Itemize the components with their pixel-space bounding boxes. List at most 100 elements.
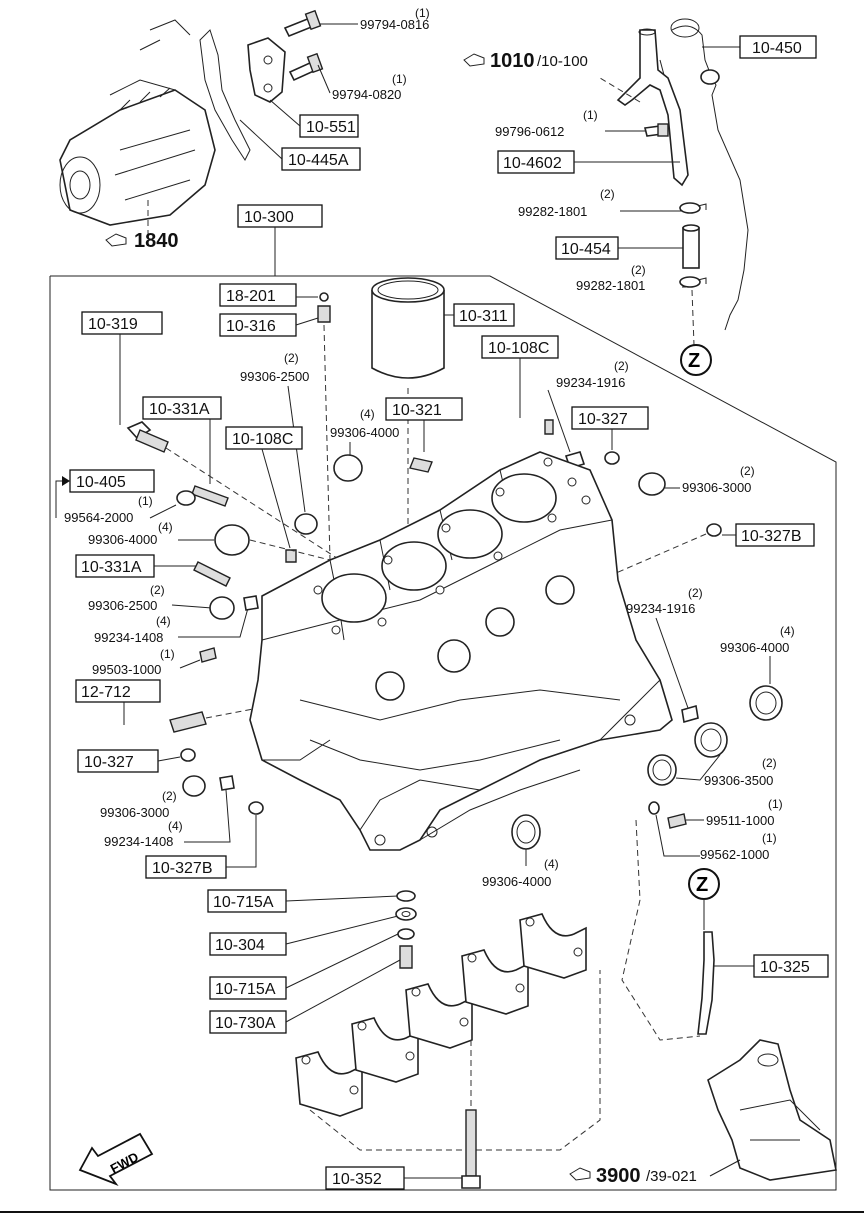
- qty-99234-1916-b: (2): [688, 586, 703, 600]
- callout-10-316[interactable]: 10-316: [219, 313, 297, 337]
- part-99306-4000-b: 99306-4000: [88, 532, 157, 547]
- callout-10-311[interactable]: 10-311: [453, 303, 515, 327]
- part-99282-1801-b: 99282-1801: [576, 278, 645, 293]
- part-99503-1000: 99503-1000: [92, 662, 161, 677]
- callout-10-450[interactable]: 10-450: [739, 35, 817, 59]
- svg-text:10-331A: 10-331A: [81, 559, 142, 576]
- qty-99503-1000: (1): [160, 647, 175, 661]
- callout-10-327-left[interactable]: 10-327: [77, 749, 159, 773]
- qty-99234-1408-b: (4): [168, 819, 183, 833]
- callout-10-715A-2[interactable]: 10-715A: [209, 976, 287, 1000]
- svg-text:10-108C: 10-108C: [488, 340, 549, 357]
- callout-10-108C-mid[interactable]: 10-108C: [225, 426, 303, 450]
- seal-ring-bottom: [511, 814, 541, 850]
- part-99306-3000-a: 99306-3000: [682, 480, 751, 495]
- hose-10-454: [682, 224, 700, 269]
- qty-99282-1801-b: (2): [631, 263, 646, 277]
- main-bearing-cap-3: [405, 983, 473, 1049]
- part-99564-2000: 99564-2000: [64, 510, 133, 525]
- stud-10-331A: [191, 485, 229, 507]
- callout-12-712[interactable]: 12-712: [75, 679, 161, 703]
- callout-10-405[interactable]: 10-405: [69, 469, 155, 493]
- svg-text:10-327: 10-327: [84, 754, 134, 771]
- svg-text:10-327: 10-327: [578, 411, 628, 428]
- svg-text:10-300: 10-300: [244, 209, 294, 226]
- cylinder-liner: [371, 277, 445, 379]
- callout-10-454[interactable]: 10-454: [555, 236, 619, 260]
- callout-10-304[interactable]: 10-304: [209, 932, 287, 956]
- z-marker-bottom: Z: [688, 868, 720, 900]
- callout-10-445A[interactable]: 10-445A: [281, 147, 361, 171]
- callout-10-551[interactable]: 10-551: [299, 114, 359, 138]
- callout-10-327B-bottom[interactable]: 10-327B: [145, 855, 227, 879]
- svg-text:10-352: 10-352: [332, 1171, 382, 1188]
- callout-10-715A-1[interactable]: 10-715A: [207, 889, 287, 913]
- qty-99306-3500: (2): [762, 756, 777, 770]
- svg-text:10-327B: 10-327B: [152, 860, 213, 877]
- part-99306-2500-a: 99306-2500: [240, 369, 309, 384]
- hose-clamp-lower: [679, 276, 707, 288]
- svg-text:10-108C: 10-108C: [232, 431, 293, 448]
- ref-1840[interactable]: 1840: [105, 230, 179, 252]
- fwd-arrow: FWD: [78, 1132, 154, 1186]
- callout-10-730A[interactable]: 10-730A: [209, 1010, 287, 1034]
- qty-99306-4000-b: (4): [158, 520, 173, 534]
- svg-text:1010: 1010: [490, 50, 535, 72]
- part-99234-1408-a: 99234-1408: [94, 630, 163, 645]
- callout-18-201[interactable]: 18-201: [219, 283, 297, 307]
- oil-level-tube: [697, 931, 715, 1035]
- part-99562-1000: 99562-1000: [700, 847, 769, 862]
- callout-10-352[interactable]: 10-352: [325, 1166, 405, 1190]
- callout-10-108C-top[interactable]: 10-108C: [481, 335, 559, 359]
- callout-10-319[interactable]: 10-319: [81, 311, 163, 335]
- svg-text:1840: 1840: [134, 230, 179, 252]
- callout-10-331A-top[interactable]: 10-331A: [142, 396, 222, 420]
- svg-text:18-201: 18-201: [226, 288, 276, 305]
- svg-text:10-325: 10-325: [760, 959, 810, 976]
- qty-99306-3000-b: (2): [162, 789, 177, 803]
- svg-text:10-321: 10-321: [392, 402, 442, 419]
- qty-99562-1000: (1): [762, 831, 777, 845]
- qty-99282-1801-a: (2): [600, 187, 615, 201]
- svg-text:10-715A: 10-715A: [213, 894, 274, 911]
- starter-motor-illustration: [59, 19, 286, 235]
- svg-text:10-311: 10-311: [459, 308, 508, 325]
- callout-10-300[interactable]: 10-300: [237, 204, 323, 228]
- qty-99306-4000-c: (4): [780, 624, 795, 638]
- seal-ring-3500-lower: [647, 754, 677, 786]
- svg-text:10-331A: 10-331A: [149, 401, 210, 418]
- qty-99794-0816: (1): [415, 6, 430, 20]
- qty-99796-0612: (1): [583, 108, 598, 122]
- qty-99564-2000: (1): [138, 494, 153, 508]
- qty-99794-0820: (1): [392, 72, 407, 86]
- part-99511-1000: 99511-1000: [706, 813, 774, 828]
- svg-text:10-715A: 10-715A: [215, 981, 276, 998]
- part-99306-3000-b: 99306-3000: [100, 805, 169, 820]
- svg-text:10-551: 10-551: [306, 119, 356, 136]
- ref-3900[interactable]: 3900 /39-021: [569, 1165, 697, 1187]
- part-99234-1916-b: 99234-1916: [626, 601, 695, 616]
- dipstick-tube-illustration: [616, 28, 689, 187]
- main-frame: [49, 275, 837, 1191]
- svg-text:10-450: 10-450: [752, 40, 802, 57]
- svg-text:10-730A: 10-730A: [215, 1015, 276, 1032]
- ref-1010[interactable]: 1010 /10-100: [463, 50, 588, 72]
- qty-99306-2500-b: (2): [150, 583, 165, 597]
- main-bearing-cap-2: [351, 1017, 419, 1083]
- callout-10-321[interactable]: 10-321: [385, 397, 463, 421]
- part-99234-1916-a: 99234-1916: [556, 375, 625, 390]
- part-99306-4000-c: 99306-4000: [720, 640, 789, 655]
- hose-clamp-upper: [679, 202, 707, 214]
- part-99794-0820: 99794-0820: [332, 87, 401, 102]
- callout-10-331A-mid[interactable]: 10-331A: [75, 554, 155, 578]
- svg-text:10-319: 10-319: [88, 316, 138, 333]
- callout-10-327-top[interactable]: 10-327: [571, 406, 649, 430]
- main-bearing-cap-1: [295, 1051, 363, 1117]
- callout-10-325[interactable]: 10-325: [753, 954, 829, 978]
- qty-99306-3000-a: (2): [740, 464, 755, 478]
- callout-10-4602[interactable]: 10-4602: [497, 150, 575, 174]
- callout-10-327B-right[interactable]: 10-327B: [735, 523, 815, 547]
- svg-text:Z: Z: [688, 350, 700, 372]
- qty-99234-1408-a: (4): [156, 614, 171, 628]
